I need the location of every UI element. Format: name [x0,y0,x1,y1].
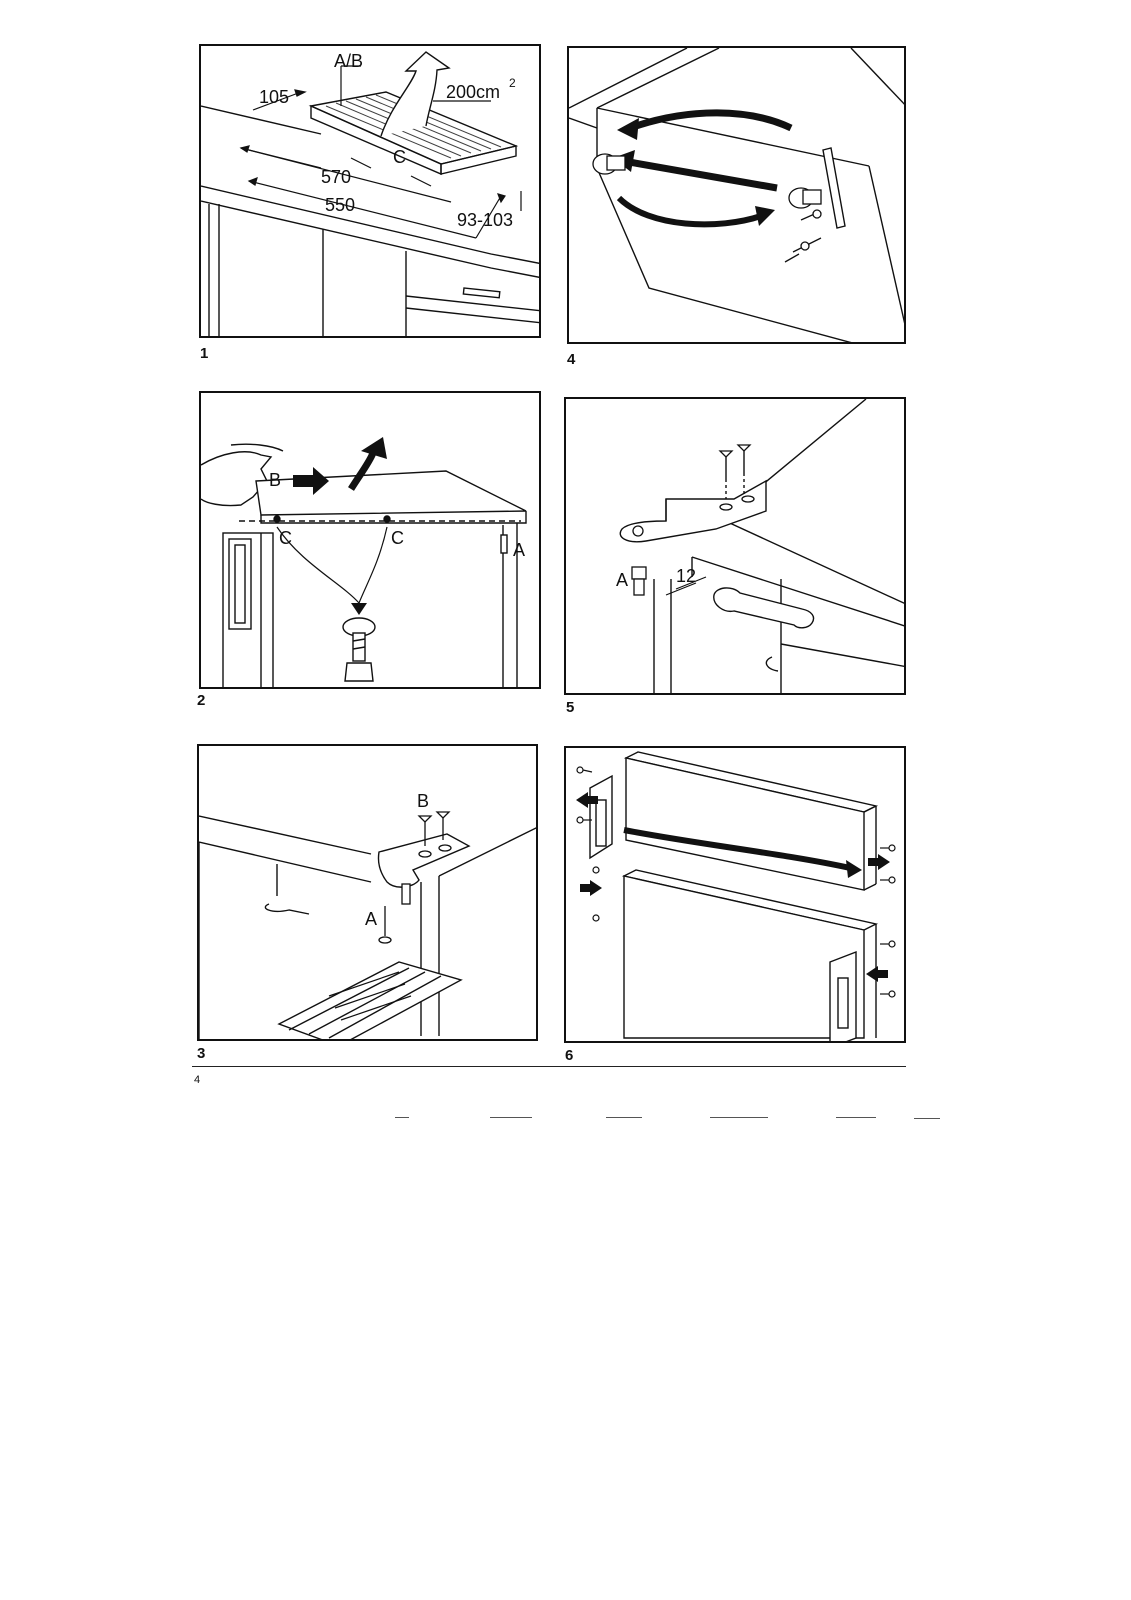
figure-6-drawing [576,751,896,1041]
label-c-left: C [279,528,292,548]
figure-1-number: 1 [200,345,209,362]
label-a: A [616,570,629,590]
figure-6-number: 6 [565,1047,574,1064]
label-105: 105 [259,87,290,107]
figure-1-drawing [201,51,539,336]
figure-4-panel [567,46,906,344]
label-570: 570 [321,167,352,187]
figure-3-drawing [199,811,536,1039]
figure-5-drawing [619,399,904,693]
label-550: 550 [325,195,356,215]
label-93-103: 93-103 [457,210,514,230]
label-200cm: 200cm [446,82,501,102]
figure-5-panel: A 12 [564,397,906,695]
scan-artifact-line [606,1117,642,1118]
label-a-b: A/B [334,51,364,71]
figure-2-panel: B C C A [199,391,541,689]
label-200cm-superscript: 2 [509,76,516,90]
label-c-right: C [391,528,404,548]
figure-3-number: 3 [197,1045,206,1062]
label-12: 12 [676,566,697,586]
scan-artifact-line [490,1117,532,1118]
footer-rule [192,1066,906,1067]
label-b: B [417,791,430,811]
scan-artifact-line [395,1117,409,1118]
label-a: A [365,909,378,929]
figure-4-number: 4 [567,351,576,368]
scan-artifact-line [710,1117,768,1118]
figure-2-number: 2 [197,692,206,709]
figure-3-panel: B A [197,744,538,1041]
page-number: 4 [194,1074,201,1086]
label-c: C [393,147,406,167]
figure-6-panel [564,746,906,1043]
label-b: B [269,470,282,490]
figure-1-panel: A/B 105 200cm 2 C 570 550 93-103 [199,44,541,338]
figure-4-drawing [569,48,904,342]
figure-5-number: 5 [566,699,575,716]
label-a: A [513,540,526,560]
figure-2-drawing [201,437,527,687]
scan-artifact-line [914,1118,940,1119]
scan-artifact-line [836,1117,876,1118]
